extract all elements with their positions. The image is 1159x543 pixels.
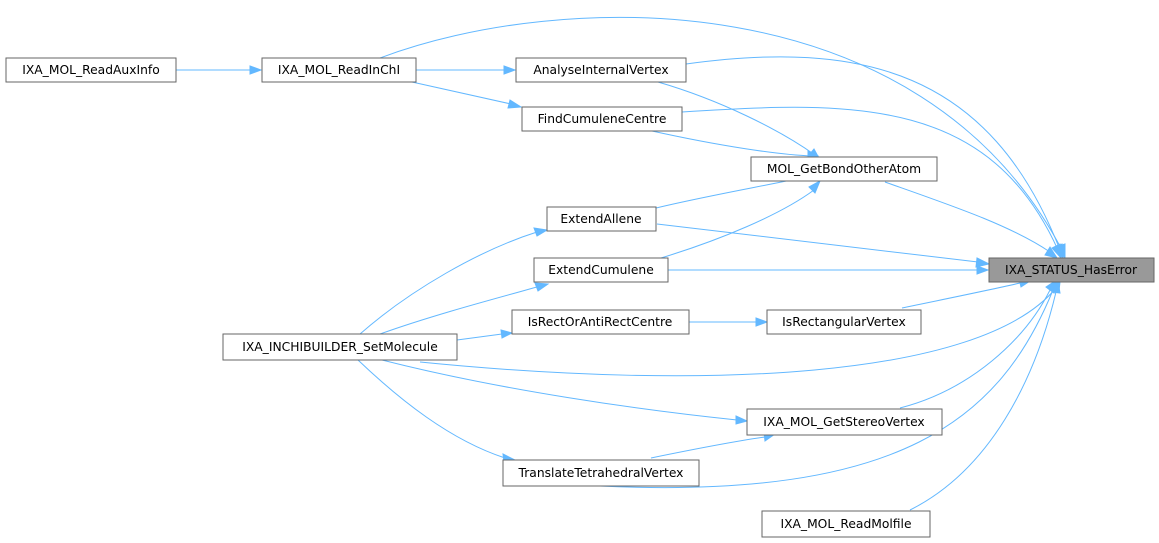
node-label: IXA_INCHIBUILDER_SetMolecule — [242, 340, 438, 354]
node-label: IsRectangularVertex — [782, 315, 906, 329]
edge-extendcumulene-haserror — [668, 265, 990, 275]
node-label: ExtendAllene — [560, 212, 641, 226]
node-label: FindCumuleneCentre — [538, 112, 667, 126]
edge-readinchi-analyse — [416, 65, 517, 75]
edge-readinchi-haserror — [379, 17, 1066, 260]
node-findcumulenecentre[interactable]: FindCumuleneCentre — [521, 106, 683, 132]
node-ixa-mol-readauxinfo[interactable]: IXA_MOL_ReadAuxInfo — [5, 57, 177, 83]
node-label: IXA_MOL_ReadMolfile — [780, 517, 911, 531]
node-label: IXA_MOL_ReadAuxInfo — [22, 63, 160, 77]
node-label: IXA_MOL_GetStereoVertex — [763, 415, 924, 429]
node-mol-getbondotheratom[interactable]: MOL_GetBondOtherAtom — [750, 156, 938, 182]
node-ixa-mol-readmolfile[interactable]: IXA_MOL_ReadMolfile — [761, 510, 931, 538]
edge-setmolecule-extendallene — [359, 227, 549, 335]
node-label: TranslateTetrahedralVertex — [518, 466, 684, 480]
edge-extendcumulene-getbondotheratom — [660, 179, 822, 259]
node-label: IsRectOrAntiRectCentre — [528, 315, 673, 329]
node-extendallene[interactable]: ExtendAllene — [546, 206, 657, 232]
node-translatetetrahedralvertex[interactable]: TranslateTetrahedralVertex — [502, 459, 700, 487]
node-label: ExtendCumulene — [548, 263, 654, 277]
node-isrectorantirectcentre[interactable]: IsRectOrAntiRectCentre — [511, 309, 690, 335]
edge-cumulenecentre-getbondotheratom — [651, 130, 820, 161]
edge-setmolecule-isrectorantirect — [456, 329, 514, 341]
node-extendcumulene[interactable]: ExtendCumulene — [533, 257, 669, 283]
edge-readmolfile-haserror — [909, 279, 1061, 511]
edge-setmolecule-getstereovertex — [381, 359, 749, 425]
node-ixa-mol-getstereovertex[interactable]: IXA_MOL_GetStereoVertex — [746, 408, 943, 436]
node-ixa-mol-readinchi[interactable]: IXA_MOL_ReadInChI — [261, 57, 417, 83]
edge-extendallene-haserror — [656, 223, 991, 268]
node-label: IXA_MOL_ReadInChI — [278, 63, 400, 77]
edge-getstereovertex-haserror — [899, 280, 1056, 409]
node-label: AnalyseInternalVertex — [533, 63, 668, 77]
edge-getbondotheratom-haserror — [884, 181, 1059, 259]
edge-readauxinfo-readinchi — [176, 65, 263, 75]
node-label: MOL_GetBondOtherAtom — [767, 162, 921, 176]
node-analyseinternalvertex[interactable]: AnalyseInternalVertex — [515, 57, 687, 83]
edge-cumulenecentre-haserror — [681, 106, 1062, 260]
edge-translatetetrahedral-getstereovertex — [650, 432, 777, 459]
node-label: IXA_STATUS_HasError — [1005, 263, 1138, 277]
node-ixa-inchibuilder-setmolecule[interactable]: IXA_INCHIBUILDER_SetMolecule — [222, 333, 458, 361]
edge-setmolecule-extendcumulene — [379, 282, 550, 335]
edge-isrectangular-haserror — [901, 278, 1032, 309]
edge-setmolecule-translatetetrahedral — [357, 359, 517, 463]
edge-readinchi-cumulenecentre — [411, 81, 523, 109]
node-ixa-status-haserror[interactable]: IXA_STATUS_HasError — [988, 257, 1155, 283]
node-isrectangularvertex[interactable]: IsRectangularVertex — [766, 309, 922, 335]
edge-isrectorantirect-isrectangular — [689, 317, 769, 327]
